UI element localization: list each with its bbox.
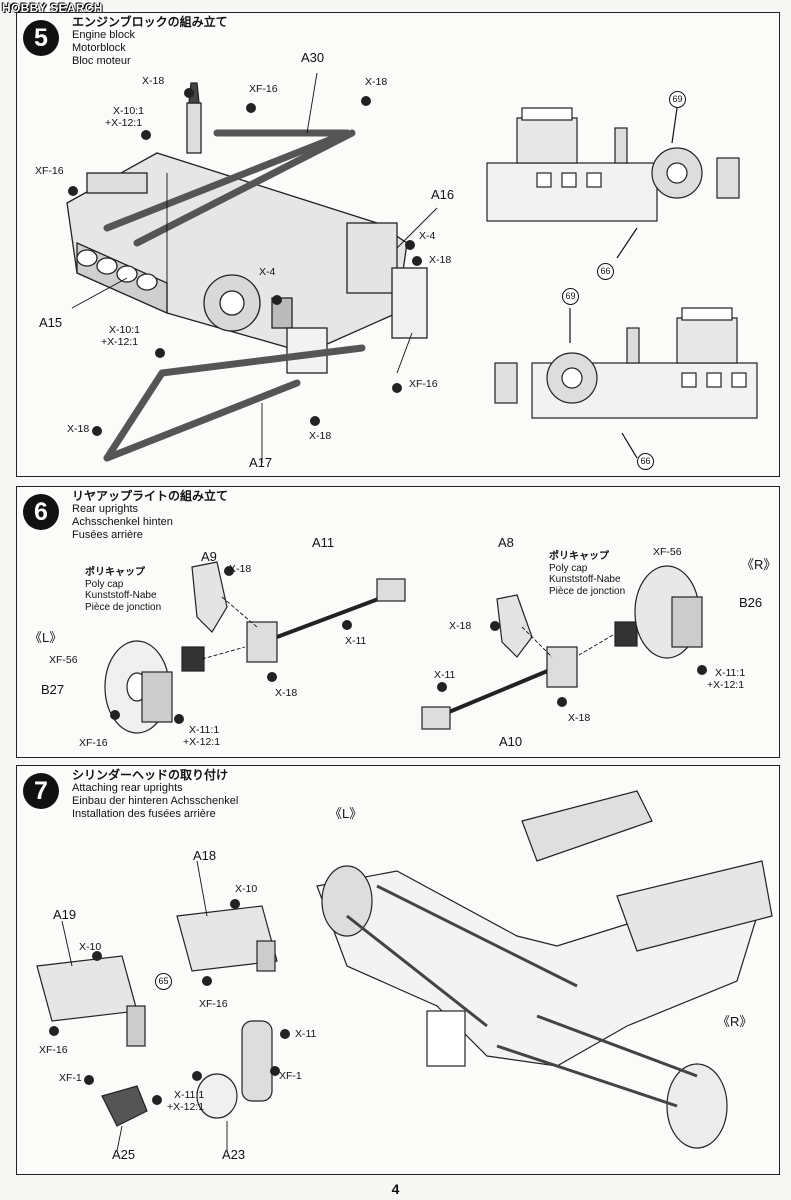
part-label-a25: A25 (112, 1147, 136, 1162)
screw-label: X-4 (259, 266, 276, 278)
page-number: 4 (391, 1181, 400, 1197)
step-title: エンジンブロックの組み立て Engine block Motorblock Bl… (72, 16, 228, 68)
part-label-b26: B26 (739, 595, 763, 610)
screw-label: +X-12:1 (105, 117, 143, 129)
screw-label: X-11:1 (189, 724, 220, 736)
ref-circle: 65 (155, 973, 172, 990)
screw-label: X-18 (365, 76, 388, 88)
screw-label: X-10:1 (113, 105, 144, 117)
ref-circle: 66 (597, 263, 614, 280)
polycap-note-left: ポリキャップ Poly cap Kunststoff-Nabe Pièce de… (85, 567, 162, 613)
screw-label: X-18 (229, 563, 252, 575)
side-label-left: 《L》 (329, 806, 363, 821)
step-title: リヤアップライトの組み立て Rear uprights Achsschenkel… (72, 490, 228, 542)
screw-label: XF-16 (39, 1044, 68, 1056)
part-label-a18: A18 (193, 848, 217, 863)
rear-uprights-illustration (104, 561, 707, 734)
rear-assembly-illustration (36, 790, 773, 1152)
polycap-note-right: ポリキャップ Poly cap Kunststoff-Nabe Pièce de… (549, 551, 626, 597)
title-en: Engine block (72, 29, 135, 41)
screw-label: X-18 (309, 430, 332, 442)
screw-label: +X-12:1 (183, 736, 221, 748)
screw-label: X-11:1 (174, 1089, 205, 1101)
screw-label: X-18 (449, 620, 472, 632)
screw-label: X-18 (67, 423, 90, 435)
title-fr: Bloc moteur (72, 55, 131, 67)
step-6-panel: 6 リヤアップライトの組み立て Rear uprights Achsschenk… (16, 486, 780, 758)
title-fr: Fusées arrière (72, 529, 143, 541)
screw-label: X-18 (429, 254, 452, 266)
ref-circle: 69 (669, 91, 686, 108)
screw-label: +X-12:1 (707, 679, 745, 691)
screw-label: XF-56 (653, 546, 682, 558)
screw-label: +X-12:1 (167, 1101, 205, 1113)
title-jp: リヤアップライトの組み立て (72, 489, 229, 503)
side-label-left: 《L》 (29, 630, 63, 645)
screw-label: XF-16 (249, 83, 278, 95)
title-de: Motorblock (72, 42, 126, 54)
screw-label: X-11 (295, 1028, 317, 1040)
part-label-a23: A23 (222, 1147, 246, 1162)
part-label-a16: A16 (431, 187, 455, 202)
screw-label: XF-16 (79, 737, 108, 749)
screw-label: X-11 (434, 669, 456, 681)
part-label-a19: A19 (53, 907, 77, 922)
screw-label: XF-16 (199, 998, 228, 1010)
screw-label: X-11 (345, 635, 367, 647)
part-label-a17: A17 (249, 455, 273, 470)
step-7-panel: 7 シリンダーヘッドの取り付け Attaching rear uprights … (16, 765, 780, 1175)
screw-label: XF-56 (49, 654, 78, 666)
ref-circle: 66 (637, 453, 654, 470)
side-label-right: 《R》 (741, 557, 777, 572)
step-number: 6 (23, 494, 59, 530)
step-title: シリンダーヘッドの取り付け Attaching rear uprights Ei… (72, 769, 238, 821)
screw-label: X-18 (568, 712, 591, 724)
title-jp: エンジンブロックの組み立て (72, 15, 228, 29)
screw-label: X-11:1 (715, 667, 746, 679)
title-en: Attaching rear uprights (72, 782, 183, 794)
title-de: Achsschenkel hinten (72, 516, 173, 528)
watermark: HOBBY SEARCH (2, 1, 103, 15)
title-de: Einbau der hinteren Achsschenkel (72, 795, 239, 807)
screw-label: +X-12:1 (101, 336, 139, 348)
step-number: 5 (23, 20, 59, 56)
part-label-a30: A30 (301, 50, 325, 65)
screw-label: X-10:1 (109, 324, 140, 336)
screw-label: XF-1 (279, 1070, 302, 1082)
part-label-a15: A15 (39, 315, 63, 330)
step-number: 7 (23, 773, 59, 809)
screw-label: X-10 (235, 883, 258, 895)
screw-label: XF-16 (409, 378, 438, 390)
screw-label: XF-1 (59, 1072, 82, 1084)
title-fr: Installation des fusées arrière (72, 808, 216, 820)
screw-label: X-4 (419, 230, 436, 242)
screw-label: XF-16 (35, 165, 64, 177)
ref-circle: 69 (562, 288, 579, 305)
title-en: Rear uprights (72, 503, 139, 515)
engine-block-illustration (66, 72, 758, 463)
part-label-a8: A8 (498, 535, 514, 550)
title-jp: シリンダーヘッドの取り付け (72, 768, 229, 782)
screw-label: X-10 (79, 941, 102, 953)
step-5-panel: 5 エンジンブロックの組み立て Engine block Motorblock … (16, 12, 780, 477)
side-label-right: 《R》 (717, 1014, 753, 1029)
screw-label: X-18 (142, 75, 165, 87)
part-label-b27: B27 (41, 682, 65, 697)
part-label-a10: A10 (499, 734, 523, 749)
screw-label: X-18 (275, 687, 298, 699)
part-label-a9: A9 (201, 549, 217, 564)
part-label-a11: A11 (312, 535, 335, 550)
